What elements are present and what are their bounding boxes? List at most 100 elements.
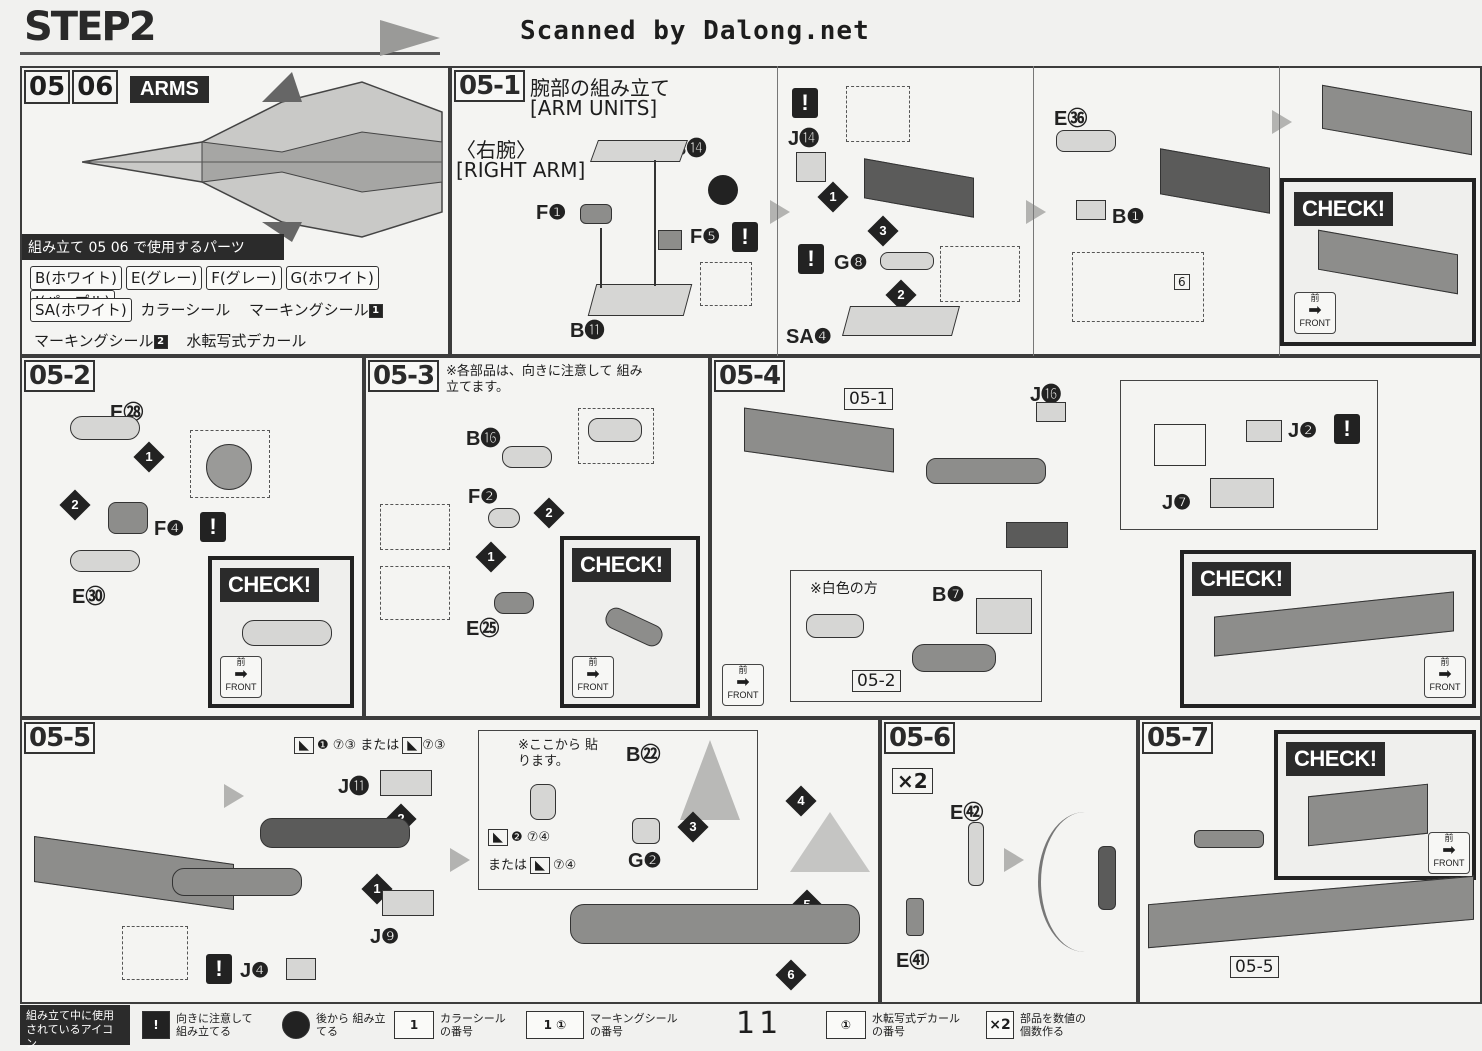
detail-box-b1: [1072, 252, 1204, 322]
detail-box-f2: [380, 504, 450, 550]
front-indicator: 前➡FRONT: [572, 656, 614, 698]
color-sticker-icon: 1: [394, 1011, 434, 1039]
step-05-2-label: 05-2: [24, 360, 96, 392]
caution-icon-f5: !: [732, 222, 758, 252]
marking-sticker-1-label: マーキングシール: [249, 301, 369, 319]
order-marker-05-3-2: 2: [533, 497, 565, 529]
flow-arrow-05-5-1: [224, 784, 244, 808]
step-arrow-decoration: [380, 20, 440, 56]
detail-box-b16: [578, 408, 654, 464]
callout-e36: E㊱: [1054, 108, 1088, 130]
order-marker-05-2-1: 1: [133, 441, 165, 473]
part-f5: [658, 230, 682, 250]
callout-j2: J❷: [1288, 420, 1318, 442]
detail-frame-b22: [478, 730, 758, 890]
order-marker-05-5-3: 3: [677, 811, 709, 843]
check-box-05-1: CHECK! 前➡FRONT: [1280, 178, 1476, 346]
decal-label: 水転写式デカール: [186, 332, 307, 350]
callout-b1: B❶: [1112, 206, 1145, 228]
ref-label-05-1: 05-1: [844, 388, 893, 410]
flow-arrow-3: [1272, 110, 1292, 134]
decal-icon: ①: [826, 1011, 866, 1039]
legend-color-sticker-text: カラーシール の番号: [440, 1012, 506, 1038]
later-assembly-icon: [282, 1011, 310, 1039]
check-label: CHECK!: [1192, 562, 1291, 596]
part-f4: [108, 502, 148, 534]
callout-j7: J❼: [1162, 492, 1192, 514]
detail-box-j4: [122, 926, 188, 980]
callout-e41: E㊶: [896, 950, 930, 972]
callout-j9: J❾: [370, 926, 400, 948]
check-label: CHECK!: [1294, 192, 1393, 226]
arm-segment-05-5: [172, 868, 302, 896]
part-b14: [589, 140, 689, 162]
page-number: 11: [736, 1006, 783, 1041]
ref-label-05-5: 05-5: [1230, 956, 1279, 978]
detail-box-g8: [940, 246, 1020, 302]
legend-item-caution: ! 向きに注意して 組み立てる: [142, 1005, 266, 1045]
detail-box-j14: [846, 86, 910, 142]
assembly-line-1: [600, 228, 602, 288]
part-f1: [580, 204, 612, 224]
step-title-underline: [20, 52, 440, 55]
part-b22: [680, 740, 740, 820]
detail-box-f4: [190, 430, 270, 498]
callout-e42: E㊷: [950, 802, 984, 824]
part-j14: [796, 152, 826, 182]
order-marker-1: 1: [817, 181, 849, 213]
part-g2: [632, 818, 660, 844]
part-chip-g: G(ホワイト): [285, 266, 379, 290]
marking-sticker-icon: 1 ①: [526, 1011, 584, 1039]
callout-f5: F❺: [690, 226, 721, 248]
legend-item-decal: ① 水転写式デカール の番号: [826, 1005, 968, 1045]
caution-icon-g8: !: [798, 244, 824, 274]
white-side-note: ※白色の方: [810, 581, 878, 597]
detail-frame-b7: [790, 570, 1042, 702]
arms-title: ARMS: [130, 76, 209, 103]
part-e30: [70, 550, 140, 572]
detail-frame-j2: [1120, 380, 1378, 530]
part-f2: [488, 508, 520, 528]
flow-arrow-05-5-2: [450, 848, 470, 872]
marking-sticker-2-num: 2: [153, 334, 168, 349]
front-indicator: 前➡FRONT: [1294, 292, 1336, 334]
arm-segment-05-4: [926, 458, 1046, 484]
multiplier-badge: ×2: [892, 768, 933, 794]
part-e41-rotated: [1098, 846, 1116, 910]
detail-box-f5: [700, 262, 752, 306]
step-05-6-label: 05-6: [884, 722, 956, 754]
arm-full-05-5: [570, 904, 860, 944]
part-j7: [1210, 478, 1274, 508]
caution-icon-j4: !: [206, 954, 232, 984]
part-j2-outline: [1154, 424, 1206, 466]
callout-j14: J⓮: [788, 128, 820, 150]
front-indicator: 前➡FRONT: [1424, 656, 1466, 698]
aircraft-illustration: [82, 72, 443, 242]
right-arm-label-jp: 〈右腕〉: [456, 138, 536, 162]
footer-legend-title: 組み立て中に使用 されているアイコン: [20, 1005, 130, 1050]
step-05-3-note: ※各部品は、向きに注意して 組み立てます。: [446, 364, 643, 395]
divider-3: [1279, 66, 1280, 356]
flow-arrow-05-6: [1004, 848, 1024, 872]
divider-2: [1033, 66, 1034, 356]
callout-f2: F❷: [468, 486, 499, 508]
assembly-line-2: [654, 160, 656, 286]
part-b11: [587, 284, 693, 316]
scan-credit: Scanned by Dalong.net: [520, 16, 870, 46]
callout-j16: J⓰: [1030, 384, 1062, 406]
part-j2: [1246, 420, 1282, 442]
check-box-05-2: CHECK! 前➡FRONT: [208, 556, 354, 708]
legend-later-text: 後から 組み立てる: [316, 1012, 386, 1038]
callout-e25: E㉕: [466, 618, 500, 640]
part-chip-sa: SA(ホワイト): [30, 298, 132, 322]
callout-j4: J❹: [240, 960, 270, 982]
check-box-05-7: CHECK! 前➡FRONT: [1274, 730, 1476, 880]
divider-1: [777, 66, 778, 356]
part-b7-left: [806, 614, 864, 638]
part-shield-05-7: [1194, 830, 1264, 848]
callout-g8: G❽: [834, 252, 868, 274]
callout-sa4: SA❹: [786, 326, 832, 348]
flow-arrow-2: [1026, 200, 1046, 224]
